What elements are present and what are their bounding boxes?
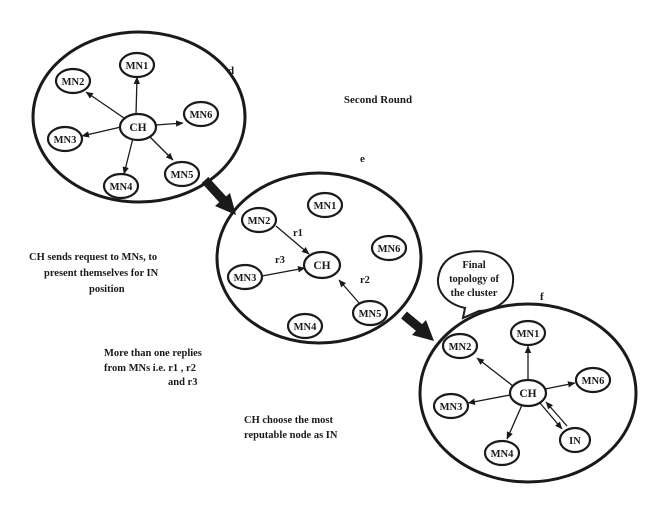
node-mn6-e: MN6 bbox=[370, 234, 408, 262]
node-mn4-e: MN4 bbox=[286, 312, 324, 340]
svg-text:reputable node as IN: reputable node as IN bbox=[244, 430, 338, 441]
svg-text:MN2: MN2 bbox=[248, 216, 271, 227]
node-mn3-f: MN3 bbox=[432, 392, 470, 420]
svg-text:CH choose the most: CH choose the most bbox=[244, 415, 333, 426]
svg-text:Final: Final bbox=[462, 260, 485, 271]
svg-text:MN3: MN3 bbox=[54, 135, 77, 146]
caption-request: CH sends request to MNs, to present them… bbox=[29, 252, 159, 295]
cluster-panel-e: e r1 r3 r2 CH MN1 MN2 MN3 MN4 MN5 bbox=[215, 153, 423, 345]
svg-text:MN6: MN6 bbox=[378, 244, 401, 255]
node-mn3-d: MN3 bbox=[46, 125, 84, 153]
node-mn4-f: MN4 bbox=[483, 439, 521, 467]
cluster-boundary-f bbox=[418, 302, 638, 484]
svg-text:position: position bbox=[89, 284, 125, 295]
svg-text:from MNs i.e. r1 , r2: from MNs i.e. r1 , r2 bbox=[104, 363, 196, 374]
panel-letter-e: e bbox=[360, 153, 365, 165]
svg-text:MN2: MN2 bbox=[62, 77, 85, 88]
svg-text:MN6: MN6 bbox=[582, 376, 605, 387]
svg-text:IN: IN bbox=[569, 436, 581, 447]
svg-text:CH: CH bbox=[519, 388, 536, 400]
svg-text:MN2: MN2 bbox=[449, 342, 472, 353]
transition-arrow-e-to-f bbox=[401, 311, 434, 341]
svg-text:MN3: MN3 bbox=[440, 402, 463, 413]
node-mn1-f: MN1 bbox=[509, 319, 547, 347]
svg-text:topology of: topology of bbox=[449, 274, 499, 285]
reply-label-r2: r2 bbox=[360, 275, 370, 286]
node-mn2-f: MN2 bbox=[441, 332, 479, 360]
svg-text:MN5: MN5 bbox=[359, 309, 382, 320]
reply-label-r3: r3 bbox=[275, 255, 285, 266]
reply-label-r1: r1 bbox=[293, 228, 303, 239]
svg-text:the cluster: the cluster bbox=[451, 288, 498, 299]
svg-text:MN5: MN5 bbox=[171, 170, 194, 181]
transition-arrow-d-to-e bbox=[201, 176, 236, 215]
caption-replies: More than one replies from MNs i.e. r1 ,… bbox=[104, 348, 202, 388]
node-mn2-d: MN2 bbox=[54, 67, 92, 95]
final-topology-callout: Final topology of the cluster bbox=[436, 250, 515, 320]
svg-text:MN4: MN4 bbox=[110, 182, 133, 193]
node-in-f: IN bbox=[558, 426, 592, 454]
svg-text:MN4: MN4 bbox=[294, 322, 317, 333]
node-mn1-d: MN1 bbox=[118, 51, 156, 79]
svg-text:present themselves for IN: present themselves for IN bbox=[44, 268, 159, 279]
node-mn3-e: MN3 bbox=[226, 263, 264, 291]
svg-text:MN4: MN4 bbox=[491, 449, 514, 460]
node-ch-e: CH bbox=[302, 250, 342, 280]
panel-letter-d: d bbox=[228, 65, 234, 77]
cluster-panel-d: d CH MN1 MN2 MN3 MN4 MN5 bbox=[31, 30, 247, 204]
node-mn2-e: MN2 bbox=[240, 206, 278, 234]
node-mn6-d: MN6 bbox=[182, 100, 220, 128]
node-ch-f: CH bbox=[508, 378, 548, 408]
caption-choose: CH choose the most reputable node as IN bbox=[244, 415, 338, 441]
svg-text:MN1: MN1 bbox=[314, 201, 337, 212]
svg-text:MN1: MN1 bbox=[517, 329, 540, 340]
cluster-boundary-e bbox=[215, 171, 423, 345]
node-mn4-d: MN4 bbox=[102, 172, 140, 200]
cluster-panel-f: f CH MN1 MN2 MN3 MN4 MN6 bbox=[418, 291, 638, 484]
svg-text:More than one replies: More than one replies bbox=[104, 348, 202, 359]
node-mn1-e: MN1 bbox=[306, 191, 344, 219]
node-mn5-e: MN5 bbox=[351, 299, 389, 327]
cluster-boundary-d bbox=[31, 30, 247, 204]
svg-text:MN1: MN1 bbox=[126, 61, 149, 72]
node-ch-d: CH bbox=[118, 112, 158, 142]
node-mn5-d: MN5 bbox=[163, 160, 201, 188]
svg-text:MN6: MN6 bbox=[190, 110, 213, 121]
svg-text:CH: CH bbox=[313, 260, 330, 272]
node-mn6-f: MN6 bbox=[574, 366, 612, 394]
svg-text:CH sends request to MNs, to: CH sends request to MNs, to bbox=[29, 252, 157, 263]
panel-letter-f: f bbox=[540, 291, 544, 303]
svg-text:CH: CH bbox=[129, 122, 146, 134]
diagram-title: Second Round bbox=[344, 94, 412, 106]
svg-text:MN3: MN3 bbox=[234, 273, 257, 284]
svg-text:and r3: and r3 bbox=[168, 377, 197, 388]
